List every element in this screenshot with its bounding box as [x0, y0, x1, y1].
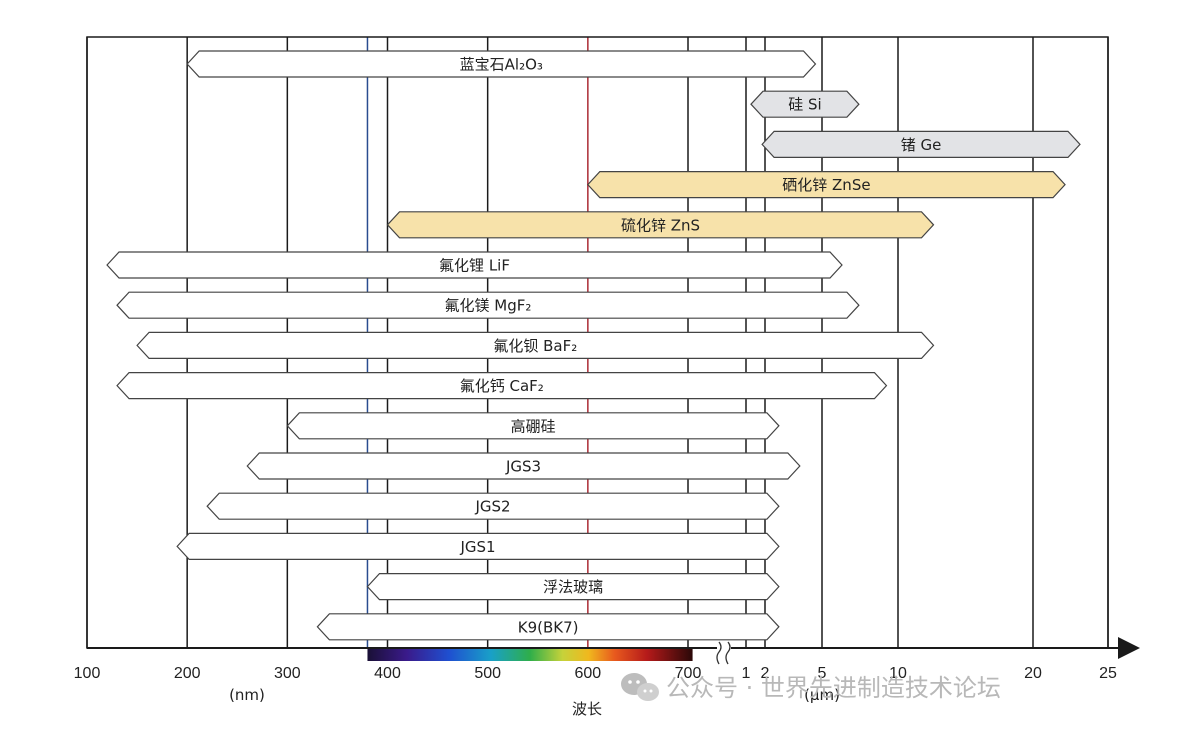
range-bar-14: K9(BK7) — [316, 613, 780, 641]
range-bar-label: 浮法玻璃 — [543, 578, 603, 596]
range-bar-shape — [176, 532, 780, 561]
range-bar-label: 氟化镁 MgF₂ — [445, 297, 532, 315]
range-bar-label: K9(BK7) — [518, 618, 579, 636]
x-tick-label-10: 10 — [889, 665, 907, 682]
range-bar-label: 锗 Ge — [901, 136, 942, 154]
watermark-text: 公众号 · 世界先进制造技术论坛 — [666, 674, 1001, 702]
x-axis-title: 波长 — [572, 700, 602, 718]
range-bar-shape — [136, 331, 935, 359]
range-bar-label: 氟化锂 LiF — [439, 257, 510, 275]
range-bar-label: 硅 Si — [788, 96, 821, 114]
x-tick-label-400: 400 — [374, 665, 401, 682]
unit-label-um: (μm) — [804, 686, 840, 704]
range-bar-shape — [116, 291, 860, 319]
x-tick-label-700: 700 — [675, 665, 702, 682]
x-axis — [87, 637, 1140, 665]
range-bar-7: 氟化钡 BaF₂ — [136, 331, 935, 359]
range-bar-shape — [587, 171, 1066, 199]
x-tick-label-5: 5 — [818, 665, 827, 682]
range-bar-5: 氟化锂 LiF — [106, 251, 843, 279]
range-bar-label: JGS2 — [474, 498, 510, 516]
x-tick-label-300: 300 — [274, 665, 301, 682]
x-tick-label-500: 500 — [474, 665, 501, 682]
range-bar-label: 蓝宝石Al₂O₃ — [460, 56, 543, 74]
range-bar-label: 氟化钡 BaF₂ — [493, 337, 577, 355]
range-bar-shape — [246, 452, 801, 480]
range-bar-shape — [386, 211, 935, 239]
range-bar-shape — [286, 412, 780, 440]
range-bar-shape — [116, 372, 888, 400]
x-tick-label-1: 1 — [742, 665, 751, 682]
range-bar-label: 硫化锌 ZnS — [621, 216, 700, 234]
range-bar-8: 氟化钙 CaF₂ — [116, 372, 888, 400]
range-bar-label: JGS1 — [459, 538, 495, 556]
range-bar-shape — [106, 251, 843, 279]
range-bar-0: 蓝宝石Al₂O₃ — [186, 50, 817, 78]
range-bar-label: 硒化锌 ZnSe — [782, 176, 870, 194]
range-bar-4: 硫化锌 ZnS — [386, 211, 935, 239]
range-bar-shape — [750, 90, 860, 118]
x-axis-arrowhead — [1118, 637, 1140, 659]
range-bar-label: JGS3 — [505, 458, 541, 476]
range-bar-shape — [316, 613, 780, 641]
range-bar-shape — [206, 492, 780, 520]
x-tick-label-2: 2 — [761, 665, 770, 682]
range-bar-shape — [761, 130, 1081, 158]
axis-break-marker — [716, 641, 731, 665]
range-bar-2: 锗 Ge — [761, 130, 1081, 158]
range-bar-1: 硅 Si — [750, 90, 860, 118]
range-bar-shape — [366, 572, 780, 601]
range-bar-shape — [186, 50, 817, 78]
x-tick-label-100: 100 — [74, 665, 101, 682]
range-bar-12: JGS1 — [176, 532, 780, 561]
range-bar-label: 高硼硅 — [511, 417, 556, 435]
x-tick-label-600: 600 — [574, 665, 601, 682]
x-tick-label-20: 20 — [1024, 665, 1042, 682]
range-bar-11: JGS2 — [206, 492, 780, 520]
x-tick-label-25: 25 — [1099, 665, 1117, 682]
x-tick-label-200: 200 — [174, 665, 201, 682]
material-range-bars: 蓝宝石Al₂O₃ 硅 Si 锗 Ge 硒化锌 ZnSe 硫化锌 ZnS 氟化锂 LiF 氟化… — [106, 50, 1081, 641]
range-bar-9: 高硼硅 — [286, 412, 780, 440]
range-bar-13: 浮法玻璃 — [366, 572, 780, 601]
unit-label-nm: (nm) — [229, 686, 265, 704]
range-bar-3: 硒化锌 ZnSe — [587, 171, 1066, 199]
range-bar-6: 氟化镁 MgF₂ — [116, 291, 860, 319]
wechat-icon — [621, 673, 659, 701]
visible-spectrum-strip — [367, 649, 693, 661]
range-bar-label: 氟化钙 CaF₂ — [460, 377, 544, 395]
watermark: 公众号 · 世界先进制造技术论坛 — [621, 673, 1001, 702]
range-bar-10: JGS3 — [246, 452, 801, 480]
